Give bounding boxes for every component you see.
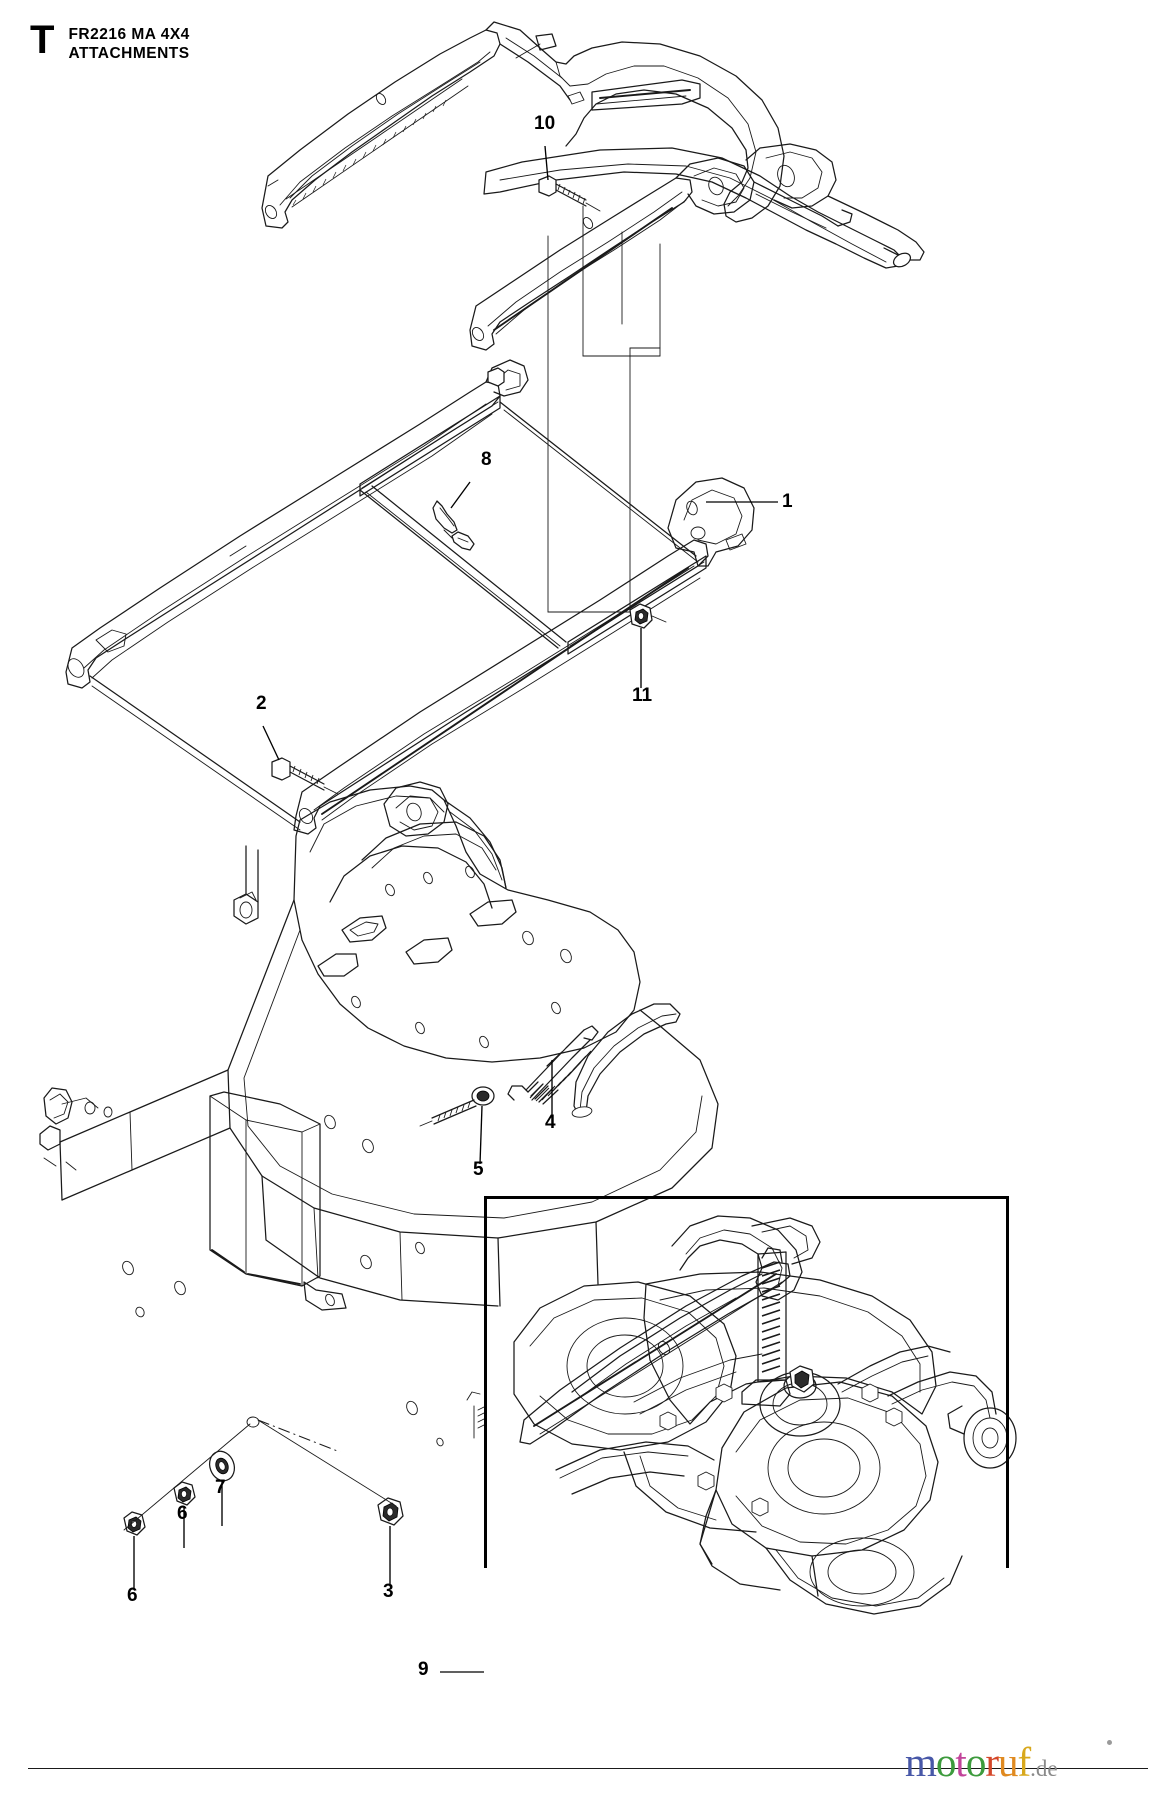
callout-4: 4	[545, 1112, 556, 1133]
callout-9: 9	[418, 1659, 429, 1680]
cotter-clip-8	[432, 500, 475, 551]
wm-letter-4: r	[985, 1739, 999, 1785]
sheet-header: T FR2216 MA 4X4 ATTACHMENTS	[30, 18, 190, 64]
wm-accent-dot	[1107, 1740, 1112, 1745]
deck-handle-tube	[571, 1003, 681, 1118]
inset-border-left	[484, 1196, 487, 1568]
motoruf-watermark: motoruf.de	[905, 1742, 1058, 1783]
model-title: FR2216 MA 4X4	[68, 26, 190, 43]
footer-rule	[28, 1768, 1148, 1769]
callout-1: 1	[782, 491, 793, 512]
wm-suffix: .de	[1030, 1756, 1058, 1781]
upper-lift-bracket-body	[485, 21, 785, 223]
inset-border-right	[1006, 1196, 1009, 1568]
upper-left-lift-arm	[261, 29, 501, 229]
wm-letter-3: o	[965, 1739, 986, 1785]
wm-letter-0: m	[905, 1739, 937, 1785]
callout-8: 8	[481, 449, 492, 470]
callout-2: 2	[256, 693, 267, 714]
callout-11: 11	[632, 685, 653, 706]
callout-3: 3	[383, 1581, 394, 1602]
wm-letter-2: t	[955, 1739, 966, 1785]
group-title: ATTACHMENTS	[68, 44, 190, 62]
upper-right-lift-arm	[483, 143, 925, 269]
section-letter: T	[30, 18, 55, 62]
deck-chute-plate	[209, 1091, 347, 1311]
callout-10: 10	[534, 113, 556, 134]
main-lift-frame	[65, 359, 755, 835]
wm-letter-6: f	[1017, 1739, 1031, 1785]
bolt-10-hardware	[538, 175, 601, 212]
mower-deck-body	[39, 781, 719, 1447]
inset-border-top	[484, 1196, 1009, 1199]
deck-side-tube	[233, 845, 259, 925]
callout-6-upper: 6	[177, 1503, 188, 1524]
nut-11-hardware	[629, 603, 667, 629]
spring-4	[507, 1025, 599, 1105]
leader-lines	[133, 145, 778, 1673]
callout-7: 7	[215, 1477, 226, 1498]
eye-bolt-5	[419, 1086, 495, 1127]
inset-assembled-deck	[513, 1215, 1017, 1615]
projection-lines	[547, 205, 661, 613]
secondary-linkage-bar	[469, 157, 853, 351]
wm-letter-5: u	[997, 1739, 1018, 1785]
wm-letter-1: o	[935, 1739, 956, 1785]
callout-6-lower: 6	[127, 1585, 138, 1606]
callout-5: 5	[473, 1159, 484, 1180]
bolt-2-hardware	[271, 757, 339, 795]
